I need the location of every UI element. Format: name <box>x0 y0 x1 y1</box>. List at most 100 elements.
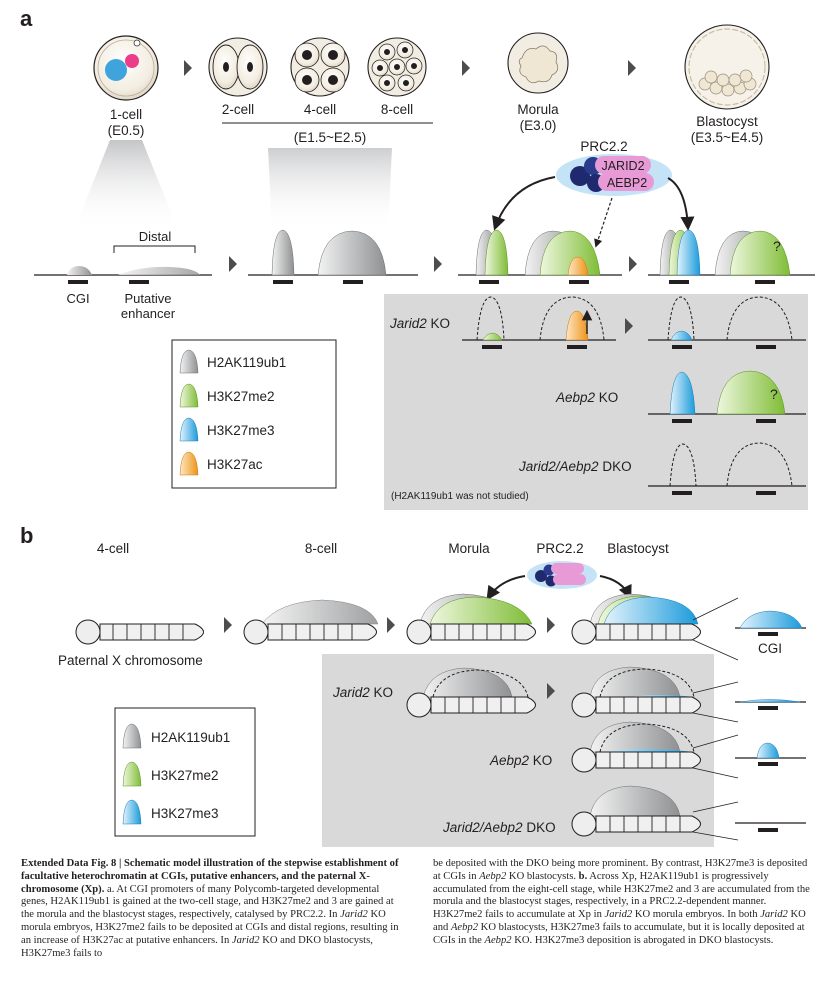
paternal-pronucleus <box>125 54 139 68</box>
stage-time-1cell: (E0.5) <box>108 123 145 138</box>
caption-panel-b-label: b. <box>578 870 588 882</box>
zoom-line <box>692 681 739 694</box>
prc2-complex-b <box>527 561 597 589</box>
cgi-zoom-dko <box>735 822 806 832</box>
arrow-prc-to-blastocyst <box>667 177 695 231</box>
legend-b-label-h3k27me2: H3K27me2 <box>151 768 219 783</box>
legend-b-label-h2ak119ub1: H2AK119ub1 <box>151 730 230 745</box>
locus-blastocyst <box>648 229 815 284</box>
stage-label-b-blastocyst: Blastocyst <box>607 541 669 556</box>
legend-b <box>114 707 256 837</box>
enhancer-label-1: Putative <box>125 291 172 306</box>
stage-label-b-8cell: 8-cell <box>305 541 337 556</box>
aebp2-ko-label: Aebp2 KO <box>555 390 618 405</box>
locus-cleavage <box>248 229 418 284</box>
stage-label-8cell: 8-cell <box>381 102 413 117</box>
cgi-zoom-jarid2-ko <box>735 699 806 710</box>
stage-label-b-4cell: 4-cell <box>97 541 129 556</box>
prc2-complex-a <box>556 154 672 196</box>
arrow-prc-to-enhancer-dashed <box>594 197 613 248</box>
aebp2-ko-label-b: Aebp2 KO <box>489 753 552 768</box>
stage-arrow <box>547 617 555 633</box>
stage-arrow <box>547 683 555 699</box>
enhancer-label-2: enhancer <box>121 306 176 321</box>
morula-embryo <box>507 32 569 94</box>
zoom-line <box>692 639 739 661</box>
paternal-x-8cell <box>243 599 379 645</box>
stage-arrow <box>184 60 192 76</box>
caption-gene: Jarid2 <box>340 909 368 921</box>
legend-b-swatch-h3k27me2 <box>122 761 142 787</box>
legend-b-swatch-h2ak119ub1 <box>122 723 142 749</box>
blastocyst-embryo <box>684 24 770 110</box>
eight-cell-embryo <box>367 37 427 97</box>
locus-dko-blastocyst <box>648 442 806 495</box>
enhancer-marker <box>129 280 149 284</box>
two-cell-embryo <box>208 37 268 97</box>
caption-column-1: Extended Data Fig. 8 | Schematic model i… <box>21 858 403 960</box>
aebp2-subunit: AEBP2 <box>607 176 647 190</box>
xp-aebp2-ko-blastocyst <box>571 721 701 773</box>
one-cell-embryo <box>93 35 159 101</box>
stage-time-blastocyst: (E3.5~E4.5) <box>691 130 763 145</box>
cgi-zoom-aebp2-ko <box>735 742 806 766</box>
zoom-cone-1cell <box>74 140 178 230</box>
cgi-label-b: CGI <box>758 641 782 656</box>
distal-label: Distal <box>139 229 172 244</box>
caption-gene: Jarid2 <box>231 934 260 946</box>
zoom-line <box>692 767 739 779</box>
paternal-x-4cell <box>75 619 204 645</box>
stage-arrow <box>628 60 636 76</box>
stage-time-morula: (E3.0) <box>520 118 557 133</box>
panel-a-label: a <box>20 6 33 31</box>
stage-arrow <box>629 256 637 272</box>
stage-label-1cell: 1-cell <box>110 107 142 122</box>
arrow-prc-b-to-morula <box>486 575 526 601</box>
legend-label-h3k27me3: H3K27me3 <box>207 423 275 438</box>
arrow-prc-to-morula <box>492 176 556 231</box>
jarid2-subunit: JARID2 <box>601 159 644 173</box>
caption-gene: Aebp2 <box>484 934 512 946</box>
cgi-marker <box>68 280 88 284</box>
caption-heading: Extended Data Fig. 8 | Schematic model i… <box>21 858 399 895</box>
question-mark-blastocyst: ? <box>773 238 781 254</box>
xp-jarid2-ko-morula <box>406 667 536 718</box>
caption-text: KO morula embryos, H3K27me2 fails to be … <box>21 909 399 946</box>
xp-dko-blastocyst <box>571 785 701 837</box>
stage-arrow <box>387 617 395 633</box>
cgi-zoom-wt <box>735 610 806 636</box>
caption-text: KO. H3K27me3 deposition is abrogated in … <box>511 934 774 946</box>
stage-label-morula: Morula <box>517 102 559 117</box>
zoom-line <box>692 597 739 621</box>
caption-text: a. At CGI promoters of many Polycomb-tar… <box>21 883 394 921</box>
legend-swatch-h3k27me2 <box>179 383 199 408</box>
caption-gene: Aebp2 <box>450 921 479 933</box>
legend-label-h3k27ac: H3K27ac <box>207 457 263 472</box>
caption-text: KO and <box>433 909 806 933</box>
caption-text: Across Xp, H2AK119ub1 is progressively a… <box>433 870 810 921</box>
caption-gene: Jarid2 <box>760 909 788 921</box>
paternal-x-label: Paternal X chromosome <box>58 653 203 668</box>
locus-1cell <box>34 266 212 284</box>
stage-label-2cell: 2-cell <box>222 102 254 117</box>
stage-arrow <box>625 318 633 334</box>
caption-text: KO blastocysts, H3K27me3 fails to accumu… <box>433 921 805 946</box>
caption-column-2: be deposited with the DKO being more pro… <box>433 858 815 948</box>
locus-jarid2-ko-morula <box>462 296 616 349</box>
not-studied-note: (H2AK119ub1 was not studied) <box>391 491 529 502</box>
legend-label-h3k27me2: H3K27me2 <box>207 389 275 404</box>
stage-label-blastocyst: Blastocyst <box>696 114 758 129</box>
zoom-line <box>692 831 739 841</box>
caption-text: KO and DKO blastocysts, H3K27me3 fails t… <box>21 934 373 959</box>
legend-swatch-h3k27me3 <box>179 417 199 442</box>
stage-label-b-morula: Morula <box>448 541 490 556</box>
legend-swatch-h2ak119ub1 <box>179 349 199 374</box>
zoom-line <box>692 734 739 749</box>
four-cell-embryo <box>290 37 350 97</box>
panel-b-label: b <box>20 523 33 548</box>
paternal-x-morula <box>406 593 536 645</box>
cleavage-time-range: (E1.5~E2.5) <box>294 130 366 145</box>
xp-jarid2-ko-blastocyst <box>571 666 701 718</box>
stage-arrow <box>462 60 470 76</box>
prc-label-a: PRC2.2 <box>580 139 627 154</box>
